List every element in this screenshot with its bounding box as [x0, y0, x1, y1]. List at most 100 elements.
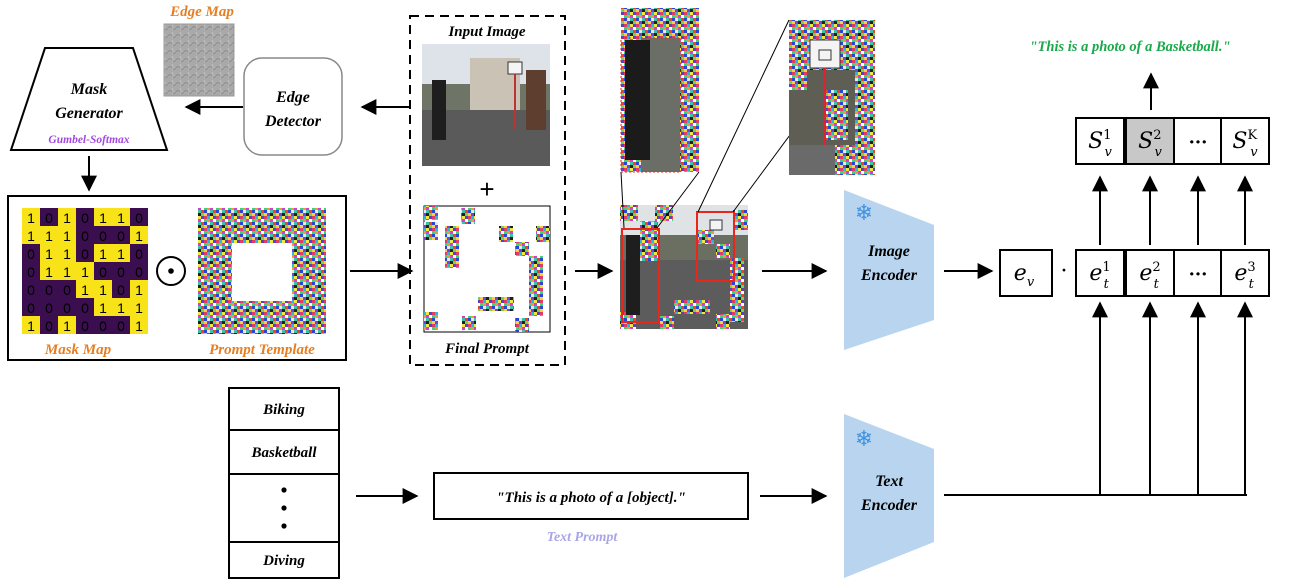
- mask-cell-value: 0: [27, 300, 35, 316]
- mask-cell: [130, 298, 148, 316]
- mask-cell-value: 0: [81, 246, 89, 262]
- mask-cell: [94, 280, 112, 298]
- mask-cell-value: 1: [99, 210, 107, 226]
- hadamard-product-dot: [168, 268, 174, 274]
- text-embedding-cell: [1075, 249, 1125, 297]
- mask-cell: [76, 244, 94, 262]
- score-cell: [1075, 117, 1125, 165]
- mask-cell: [112, 244, 130, 262]
- text-encoder-block: [844, 414, 934, 578]
- mask-cell: [22, 280, 40, 298]
- mask-cell: [130, 208, 148, 226]
- zoom-line-1b: [656, 171, 700, 229]
- mask-cell-value: 1: [63, 210, 71, 226]
- mask-cell-value: 0: [81, 300, 89, 316]
- mask-cell: [130, 262, 148, 280]
- mask-cell: [58, 244, 76, 262]
- mask-cell: [94, 226, 112, 244]
- text-embedding-cell: [1220, 249, 1270, 297]
- mask-cell-value: 0: [135, 210, 143, 226]
- mask-cell: [40, 208, 58, 226]
- image-embedding-cell: [999, 249, 1053, 297]
- mask-cell: [40, 226, 58, 244]
- mask-cell: [130, 244, 148, 262]
- class-list-ellipsis-dot: [281, 523, 287, 529]
- mask-cell-value: 0: [117, 264, 125, 280]
- mask-cell: [130, 280, 148, 298]
- mask-cell-value: 0: [27, 264, 35, 280]
- text-encoder-label-2: Encoder: [860, 497, 918, 514]
- mask-cell: [76, 280, 94, 298]
- prompted-image: [620, 205, 748, 329]
- mask-cell: [112, 280, 130, 298]
- text-embedding-cell: [1125, 249, 1175, 297]
- mask-cell-value: 1: [135, 228, 143, 244]
- score-cell: [1220, 117, 1270, 165]
- class-list-label: Basketball: [250, 445, 317, 461]
- gumbel-softmax-label: Gumbel-Softmax: [48, 134, 129, 146]
- mask-cell-value: 1: [99, 300, 107, 316]
- image-encoder-block: [844, 190, 934, 350]
- mask-cell: [40, 298, 58, 316]
- mask-cell-value: 1: [81, 264, 89, 280]
- mask-cell-value: 0: [45, 210, 53, 226]
- mask-cell: [58, 316, 76, 334]
- mask-cell: [22, 244, 40, 262]
- mask-cell-value: 0: [81, 228, 89, 244]
- mask-cell: [58, 226, 76, 244]
- score-cell: [1173, 117, 1223, 165]
- edge-detector-label-2: Detector: [264, 113, 322, 130]
- mask-cell-value: 1: [99, 246, 107, 262]
- mask-cell: [22, 208, 40, 226]
- mask-cell-value: 1: [117, 210, 125, 226]
- red-box-person: [621, 228, 660, 323]
- mask-cell: [22, 316, 40, 334]
- mask-cell-value: 1: [117, 300, 125, 316]
- mask-cell: [94, 298, 112, 316]
- mask-cell: [94, 316, 112, 334]
- mask-cell: [58, 262, 76, 280]
- zoom-line-1a: [620, 171, 625, 229]
- mask-cell: [130, 226, 148, 244]
- mask-cell: [22, 298, 40, 316]
- dot-product-symbol: ·: [1061, 259, 1068, 284]
- class-list-ellipsis-dot: [281, 505, 287, 511]
- input-final-dashed-box: [409, 15, 566, 366]
- mask-cell: [76, 316, 94, 334]
- mask-cell: [22, 262, 40, 280]
- mask-cell-value: 0: [81, 318, 89, 334]
- mask-cell-value: 0: [99, 318, 107, 334]
- prompt-template-label: Prompt Template: [209, 342, 315, 358]
- mask-cell: [58, 298, 76, 316]
- final-prompt-image: [423, 205, 551, 333]
- mask-cell-value: 1: [135, 300, 143, 316]
- mask-cell: [58, 280, 76, 298]
- mask-cell: [22, 226, 40, 244]
- mask-cell-value: 1: [27, 228, 35, 244]
- mask-cell: [40, 244, 58, 262]
- text-embedding-symbol: ···: [1189, 264, 1208, 285]
- text-embedding-up-arrows: [1092, 301, 1253, 495]
- edge-detector-label-1: Edge: [275, 89, 310, 106]
- mask-cell-value: 1: [45, 264, 53, 280]
- score-symbol: ···: [1189, 132, 1208, 153]
- mask-generator-label-1: Mask: [70, 81, 107, 98]
- text-prompt-label: Text Prompt: [547, 530, 619, 545]
- mask-cell-value: 1: [27, 318, 35, 334]
- image-encoder-label-2: Encoder: [860, 267, 918, 284]
- mask-cell: [94, 208, 112, 226]
- mask-cell-value: 0: [81, 210, 89, 226]
- mask-cell-value: 1: [63, 246, 71, 262]
- mask-cell-value: 0: [45, 300, 53, 316]
- red-box-hoop: [696, 211, 735, 282]
- mask-cell: [40, 316, 58, 334]
- mask-cell-value: 1: [135, 318, 143, 334]
- final-prompt-label: Final Prompt: [444, 341, 530, 357]
